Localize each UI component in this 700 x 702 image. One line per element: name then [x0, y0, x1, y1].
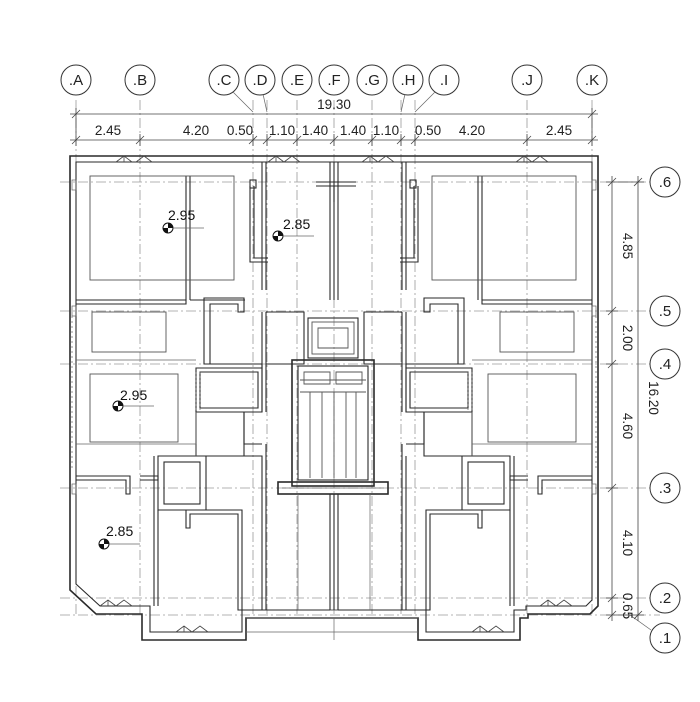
dimension-j-k: 2.45	[546, 123, 572, 138]
level-value-bottom-left: 2.85	[106, 523, 133, 539]
grid-bubble-6: .6	[649, 166, 681, 198]
svg-text:.F: .F	[327, 72, 340, 89]
dimension-a-b: 2.45	[95, 123, 121, 138]
svg-text:.2: .2	[659, 590, 672, 607]
dimension-g-h: 1.10	[373, 123, 399, 138]
level-value-top-left: 2.95	[168, 207, 195, 223]
grid-bubble-d: .D	[244, 64, 276, 96]
grid-lines-horizontal	[60, 181, 660, 616]
grid-bubble-1: .1	[649, 622, 681, 654]
grid-bubbles-right: .6 .5 .4 .3 .2 .1	[629, 166, 681, 654]
svg-text:.5: .5	[659, 303, 672, 320]
svg-text:.K: .K	[585, 72, 599, 89]
svg-text:.B: .B	[133, 72, 147, 89]
svg-text:.1: .1	[659, 630, 672, 647]
grid-bubble-b: .B	[124, 64, 156, 96]
room-outlines	[71, 175, 597, 470]
dimension-d-e: 1.10	[269, 123, 295, 138]
svg-text:.I: .I	[440, 72, 448, 89]
dimension-string-right: 4.85 2.00 4.60 4.10 0.65 16.20	[606, 176, 661, 621]
level-marker-bottom-left: 2.85	[98, 523, 140, 550]
grid-lines-vertical	[75, 100, 593, 615]
grid-bubble-a: .A	[60, 64, 92, 96]
dimension-b-c: 4.20	[183, 123, 209, 138]
dimension-e-f: 1.40	[302, 123, 328, 138]
dimension-6-5: 4.85	[620, 233, 635, 259]
overall-height-dimension: 16.20	[646, 381, 661, 415]
svg-text:.C: .C	[217, 72, 232, 89]
grid-bubble-g: .G	[356, 64, 388, 96]
window-marks	[71, 155, 597, 633]
dimension-4-3: 4.60	[620, 413, 635, 439]
svg-text:.E: .E	[290, 72, 304, 89]
grid-bubble-4: .4	[649, 348, 681, 380]
dimension-2-1: 0.65	[620, 593, 635, 619]
grid-bubble-k: .K	[576, 64, 608, 96]
level-value-top-center: 2.85	[283, 216, 310, 232]
grid-bubble-2: .2	[649, 582, 681, 614]
svg-text:.4: .4	[659, 356, 672, 373]
svg-text:.D: .D	[253, 72, 268, 89]
building-walls	[69, 155, 599, 641]
grid-bubble-e: .E	[281, 64, 313, 96]
overall-width-dimension: 19.30	[317, 97, 351, 112]
dimension-3-2: 4.10	[620, 530, 635, 556]
level-value-mid-left: 2.95	[120, 387, 147, 403]
dimension-i-j: 4.20	[459, 123, 485, 138]
grid-bubble-i: .I	[428, 64, 460, 96]
grid-bubble-f: .F	[318, 64, 350, 96]
grid-bubble-5: .5	[649, 295, 681, 327]
svg-text:.G: .G	[364, 72, 380, 89]
grid-bubble-j: .J	[511, 64, 543, 96]
dimension-h-i: 0.50	[415, 123, 441, 138]
grid-bubble-3: .3	[649, 472, 681, 504]
svg-text:.J: .J	[521, 72, 533, 89]
svg-text:.3: .3	[659, 480, 672, 497]
level-marker-mid-left: 2.95	[112, 387, 154, 412]
grid-bubble-c: .C	[208, 64, 240, 96]
dimension-c-d: 0.50	[227, 123, 253, 138]
grid-bubble-h: .H	[392, 64, 424, 96]
dimension-f-g: 1.40	[340, 123, 366, 138]
level-marker-top-center: 2.85	[272, 216, 314, 242]
grid-bubbles-top: .A .B .C .D .E .F .G .H .I .J .K	[60, 64, 608, 113]
svg-text:.H: .H	[401, 72, 416, 89]
dimension-5-4: 2.00	[620, 325, 635, 351]
svg-text:.6: .6	[659, 174, 672, 191]
dimension-string-top: 19.30 2.45 4.20 0.50 1.10 1.40 1.40 1.10…	[70, 97, 598, 146]
level-marker-top-left: 2.95	[162, 207, 204, 234]
svg-text:.A: .A	[69, 72, 83, 89]
